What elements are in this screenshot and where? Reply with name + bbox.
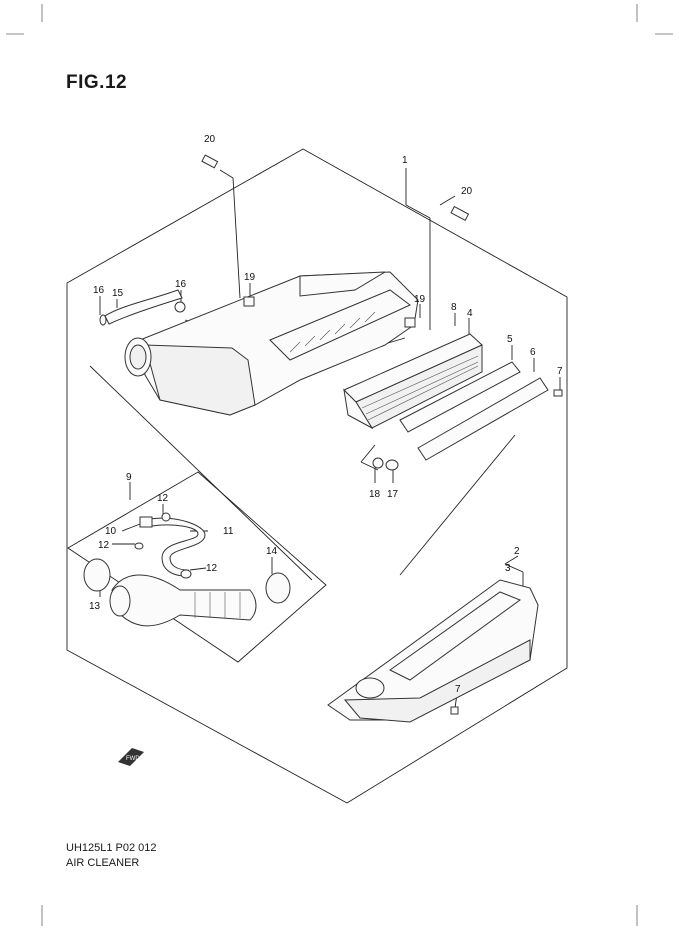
callout-11: 11 <box>223 526 234 537</box>
callout-2: 2 <box>514 546 520 557</box>
callout-19-right: 19 <box>414 294 426 305</box>
fwd-label: FWD <box>126 756 140 762</box>
callout-13: 13 <box>89 601 101 612</box>
callout-9: 9 <box>126 472 132 483</box>
callout-8: 8 <box>451 302 457 313</box>
callout-10: 10 <box>105 526 117 537</box>
case-cover-gasket <box>417 377 549 461</box>
leader-lines <box>89 168 561 709</box>
screw-7-upper <box>553 389 563 397</box>
callout-12-top: 12 <box>157 493 169 504</box>
callout-7-lower: 7 <box>455 684 461 695</box>
callout-20-top: 20 <box>204 134 216 145</box>
assembly-outline-frame <box>66 148 568 804</box>
callout-12-left: 12 <box>98 540 110 551</box>
diagram-code: UH125L1 P02 012 <box>66 842 157 854</box>
callout-16-left: 16 <box>93 285 105 296</box>
callout-labels: 20 1 20 19 19 16 15 16 8 4 5 6 7 18 17 9… <box>89 134 563 695</box>
callout-6: 6 <box>530 347 536 358</box>
filter-plate <box>399 361 521 433</box>
callout-5: 5 <box>507 334 513 345</box>
callout-1: 1 <box>402 155 408 166</box>
callout-14: 14 <box>266 546 278 557</box>
callout-16-right: 16 <box>175 279 187 290</box>
forward-direction-arrow: FWD <box>118 748 144 766</box>
air-cleaner-lower-case <box>327 579 539 723</box>
air-cleaner-case <box>124 271 419 416</box>
outlet-hose-subframe <box>67 471 327 663</box>
callout-4: 4 <box>467 308 473 319</box>
breather-hose <box>99 289 186 326</box>
callout-20-right: 20 <box>461 186 473 197</box>
outlet-hose-assembly <box>83 512 291 627</box>
drain-plugs <box>372 457 399 471</box>
callout-15: 15 <box>112 288 124 299</box>
callout-12-bottom: 12 <box>206 563 218 574</box>
callout-17: 17 <box>387 489 399 500</box>
air-cleaner-element <box>343 333 483 430</box>
diagram-name: AIR CLEANER <box>66 857 140 869</box>
crop-marks <box>6 4 673 926</box>
bolts-and-grommets <box>201 154 470 328</box>
callout-18: 18 <box>369 489 381 500</box>
callout-7-upper: 7 <box>557 366 563 377</box>
figure-title: FIG.12 <box>66 72 128 93</box>
callout-3: 3 <box>505 563 511 574</box>
callout-19-left: 19 <box>244 272 256 283</box>
